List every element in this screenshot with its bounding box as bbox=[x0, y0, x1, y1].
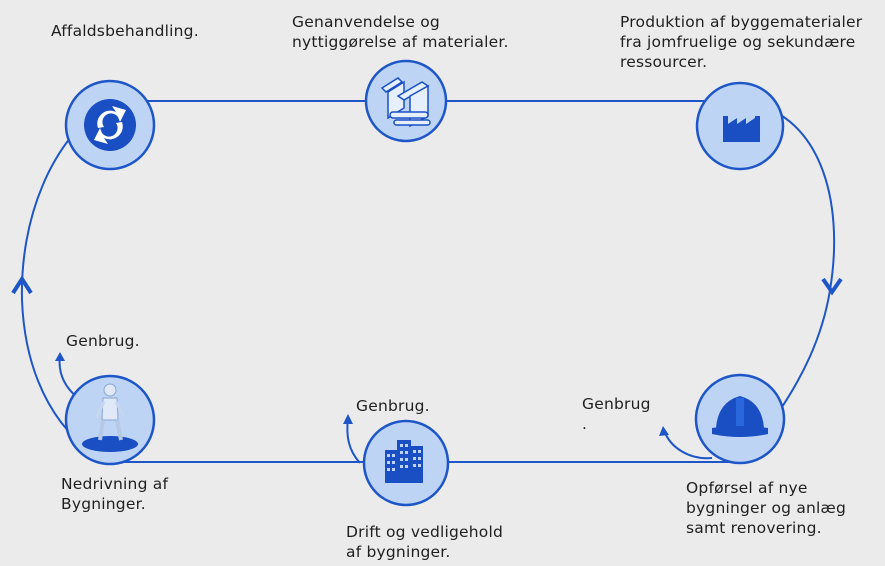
buildings-icon bbox=[385, 440, 423, 483]
node-construction bbox=[694, 373, 786, 465]
reuse-arrow-operation bbox=[346, 417, 361, 464]
arrow-head-icon bbox=[343, 414, 353, 424]
node-waste bbox=[64, 79, 156, 171]
label-construction: Opførsel af nye bygninger og anlæg samt … bbox=[686, 479, 847, 537]
label-production: Produktion af byggematerialer fra jomfru… bbox=[620, 13, 863, 71]
steel-beams-icon bbox=[380, 77, 431, 128]
node-demolition bbox=[64, 374, 156, 466]
node-production bbox=[695, 81, 785, 171]
node-operation bbox=[362, 419, 450, 507]
label-waste: Affaldsbehandling. bbox=[51, 22, 199, 40]
chevron-up-icon bbox=[11, 275, 33, 295]
label-demolition: Nedrivning af Bygninger. bbox=[61, 475, 169, 513]
arrow-head-icon bbox=[659, 426, 669, 436]
demolition-worker-icon bbox=[82, 383, 138, 452]
cycle-loop bbox=[20, 100, 836, 463]
arrow-head-icon bbox=[55, 352, 65, 361]
reuse-label-demolition: Genbrug. bbox=[66, 332, 140, 350]
factory-icon bbox=[723, 116, 760, 142]
label-reuse: Genanvendelse og nyttiggørelse af materi… bbox=[292, 13, 509, 51]
reuse-label-operation: Genbrug. bbox=[356, 397, 430, 415]
reuse-label-construction: Genbrug . bbox=[582, 395, 651, 433]
node-reuse bbox=[364, 59, 448, 143]
chevron-down-icon bbox=[821, 277, 843, 296]
hard-hat-icon bbox=[712, 396, 768, 437]
recycle-icon bbox=[84, 99, 136, 151]
label-operation: Drift og vedligehold af bygninger. bbox=[346, 523, 504, 561]
